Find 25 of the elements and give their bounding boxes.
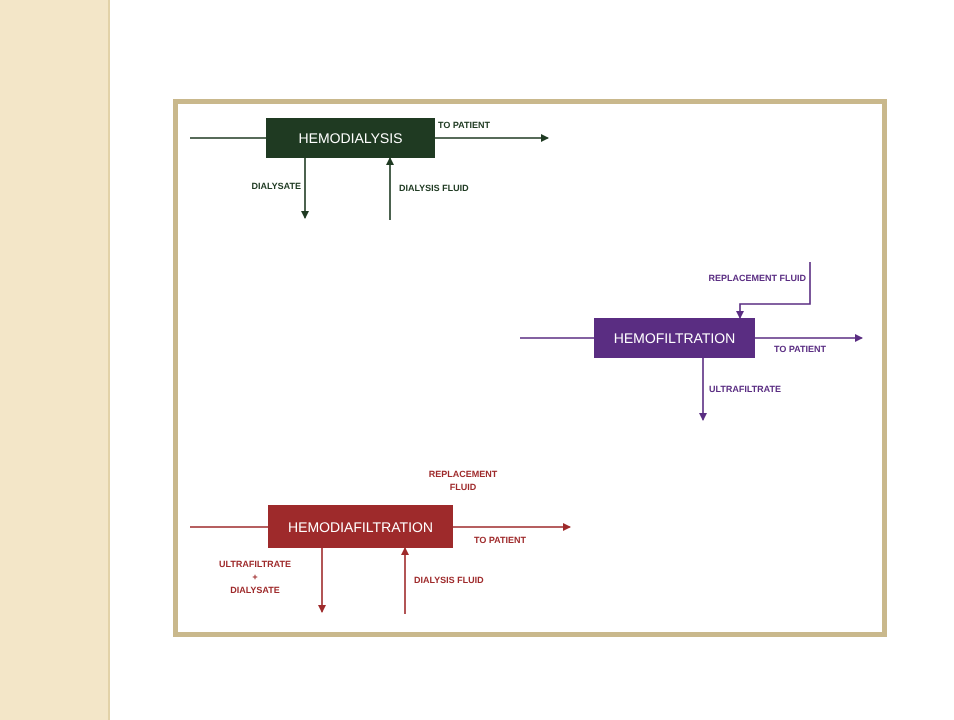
arrow	[736, 262, 811, 319]
edge-label: DIALYSIS FLUID	[399, 182, 470, 195]
edge-label: TO PATIENT	[774, 343, 828, 356]
process-box: HEMODIAFILTRATION	[268, 505, 453, 548]
edge-label: ULTRAFILTRATE	[709, 383, 782, 396]
flow-label: REPLACEMENT FLUID	[428, 468, 498, 494]
edge-label: TO PATIENT	[438, 119, 492, 132]
flow-line	[190, 526, 268, 528]
arrow	[755, 334, 863, 342]
process-box: HEMOFILTRATION	[594, 318, 755, 358]
arrow	[435, 134, 549, 142]
arrow	[401, 547, 409, 614]
flow-line	[520, 337, 594, 339]
arrow	[386, 157, 394, 220]
edge-label: TO PATIENT	[474, 534, 528, 547]
edge-label: DIALYSIS FLUID	[414, 574, 485, 587]
arrow	[699, 358, 707, 421]
arrow	[453, 523, 571, 531]
edge-label: REPLACEMENT FLUID	[708, 272, 806, 285]
process-box: HEMODIALYSIS	[266, 118, 435, 158]
edge-label: ULTRAFILTRATE + DIALYSATE	[218, 558, 292, 597]
flow-line	[190, 137, 266, 139]
edge-label: DIALYSATE	[250, 180, 301, 193]
arrow	[301, 158, 309, 219]
arrow	[318, 548, 326, 613]
